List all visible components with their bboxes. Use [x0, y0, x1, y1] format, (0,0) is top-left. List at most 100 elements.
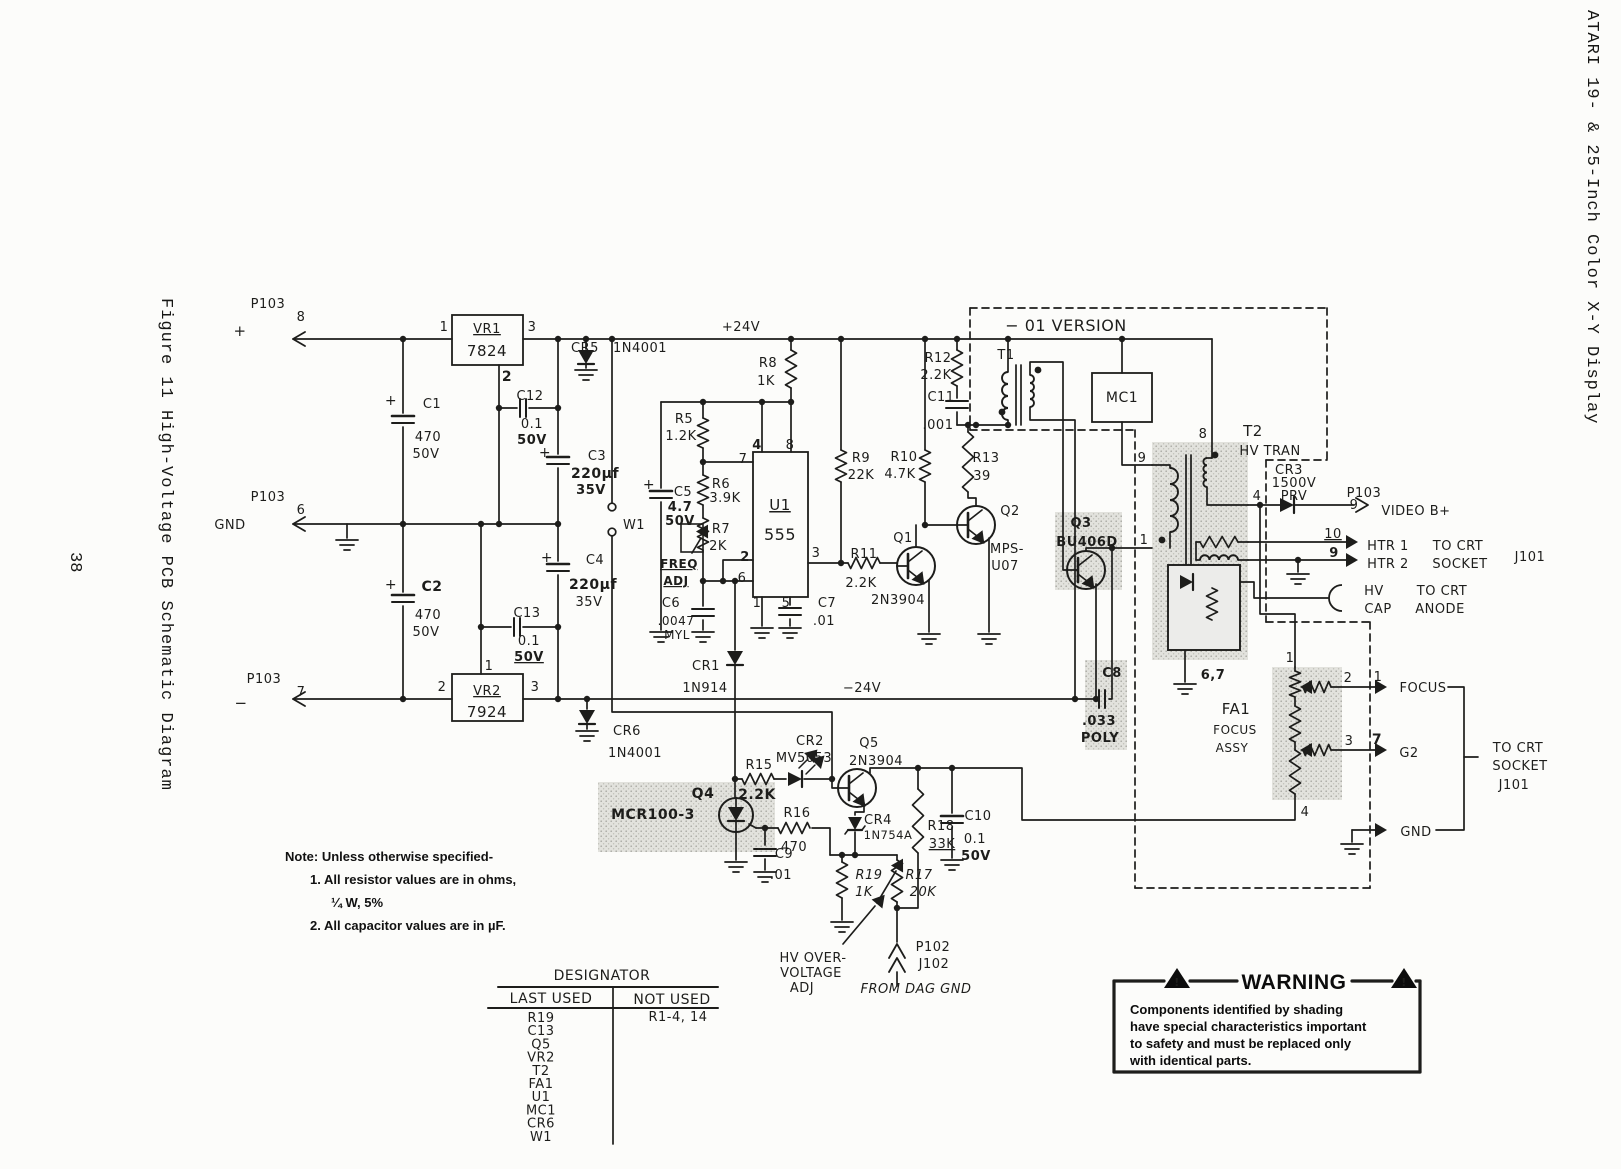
- c7-val: .01: [813, 614, 835, 629]
- vr2-pin2: 2: [438, 680, 447, 695]
- vr1-ref: VR1: [473, 322, 501, 337]
- crt-socket-1b: SOCKET: [1432, 557, 1487, 572]
- p103-8-pin: 8: [297, 310, 306, 325]
- warning-line-3: to safety and must be replaced only: [1130, 1036, 1352, 1051]
- c9-val: .01: [770, 868, 792, 883]
- crt-socket-2b: SOCKET: [1492, 759, 1547, 774]
- designator-col-not: NOT USED: [633, 992, 710, 1008]
- c13-volt: 50V: [514, 650, 544, 665]
- htr2-name: HTR 2: [1367, 557, 1409, 572]
- q4-ref: Q4: [692, 786, 715, 802]
- c3-ref: C3: [588, 449, 606, 464]
- r7-ref: R7: [712, 522, 730, 537]
- c3-val: 220µf: [571, 466, 620, 482]
- crt-anode-b: ANODE: [1415, 602, 1465, 617]
- c13-val: 0.1: [518, 634, 540, 649]
- q2-part1: MPS-: [990, 542, 1024, 557]
- designator-last-used-item: MC1: [526, 1103, 556, 1118]
- r16-val: 470: [781, 840, 807, 855]
- vr2-pin1: 1: [485, 659, 494, 674]
- q5-ref: Q5: [859, 736, 879, 751]
- cr5-part: 1N4001: [613, 341, 667, 356]
- q1-ref: Q1: [893, 531, 913, 546]
- r16-ref: R16: [783, 806, 810, 821]
- mc1-ref: MC1: [1106, 390, 1138, 406]
- vr1-pin1: 1: [440, 320, 449, 335]
- crt-anode-a: TO CRT: [1416, 584, 1467, 599]
- hv-adj-1: HV OVER-: [779, 951, 846, 966]
- designator-last-used-item: Q5: [531, 1037, 551, 1052]
- designator-not-used-0: R1-4, 14: [648, 1010, 707, 1025]
- c3-plus: +: [539, 445, 551, 461]
- c4-plus: +: [541, 550, 553, 566]
- designator-last-used-item: VR2: [527, 1051, 555, 1066]
- fa1-name1: FOCUS: [1213, 723, 1257, 737]
- designator-last-used-item: T2: [531, 1064, 549, 1079]
- warning-triangle-icon: !: [1401, 976, 1407, 989]
- c7-ref: C7: [818, 596, 836, 611]
- u1-pin7: 7: [739, 452, 748, 467]
- c3-volt: 35V: [576, 483, 606, 498]
- cr3-prv: PRV: [1281, 489, 1308, 504]
- fa1-pin3: 3: [1345, 734, 1354, 749]
- r17-val: 20K: [910, 885, 938, 900]
- cr6-part: 1N4001: [608, 746, 662, 761]
- c13-ref: C13: [513, 606, 540, 621]
- fa1-ref: FA1: [1222, 700, 1251, 718]
- c8-mat: POLY: [1081, 731, 1119, 746]
- c6-ref: C6: [662, 596, 680, 611]
- designator-last-used-item: U1: [532, 1090, 551, 1105]
- cr4-ref: CR4: [864, 813, 892, 828]
- warning-line-2: have special characteristics important: [1130, 1019, 1367, 1034]
- c5-ref: C5: [674, 485, 692, 500]
- from-dag: FROM DAG GND: [860, 982, 971, 997]
- schematic-symbols: !!: [292, 314, 1422, 1145]
- u1-pin3: 3: [812, 546, 821, 561]
- c10-val: 0.1: [964, 832, 986, 847]
- cr5-ref: CR5: [571, 341, 599, 356]
- g2-name: G2: [1399, 746, 1418, 761]
- c4-ref: C4: [586, 553, 604, 568]
- vr2-part: 7924: [467, 703, 507, 721]
- q5-part: 2N3904: [849, 754, 903, 769]
- r6-val: 3.9K: [709, 491, 740, 506]
- u1-part: 555: [764, 525, 796, 544]
- designator-last-used-item: CR6: [527, 1117, 555, 1132]
- c9-ref: C9: [775, 847, 793, 862]
- j101-b: J101: [1498, 778, 1530, 793]
- vr2-ref: VR2: [473, 684, 501, 699]
- vr1-pin3: 3: [528, 320, 537, 335]
- u1-pin8: 8: [786, 438, 795, 453]
- t2-pin4: 4: [1253, 489, 1262, 504]
- crt-socket-2a: TO CRT: [1492, 741, 1543, 756]
- c2-volt: 50V: [413, 625, 440, 640]
- fa1-name2: ASSY: [1216, 741, 1249, 755]
- q2-ref: Q2: [1000, 504, 1020, 519]
- q1-part: 2N3904: [871, 593, 925, 608]
- c8-ref: C8: [1102, 666, 1122, 681]
- designator-last-used-item: C13: [527, 1024, 554, 1039]
- p102-ref: P102: [916, 940, 951, 955]
- u1-pin1: 1: [753, 596, 762, 611]
- c8-val: .033: [1082, 714, 1116, 729]
- p103-6-ref: P103: [251, 490, 286, 505]
- u1-pin4: 4: [752, 438, 762, 453]
- htr1-name: HTR 1: [1367, 539, 1409, 554]
- designator-last-used-item: W1: [530, 1130, 552, 1145]
- rail-plus24: +24V: [722, 320, 760, 335]
- freq-adj-2: ADJ: [663, 574, 688, 588]
- c11-ref: C11: [927, 390, 954, 405]
- j101-a: J101: [1514, 550, 1546, 565]
- r8-val: 1K: [757, 374, 775, 389]
- t2-ref: T2: [1242, 422, 1263, 440]
- r5-ref: R5: [675, 412, 693, 427]
- r15-val: 2.2K: [738, 787, 776, 803]
- fa1-out-g2-pin: 7: [1372, 732, 1382, 748]
- c10-volt: 50V: [961, 849, 991, 864]
- r19-val: 1K: [855, 885, 874, 900]
- neg24: −24V: [843, 681, 881, 696]
- freq-adj-1: FREQ: [660, 557, 698, 571]
- hv-adj-3: ADJ: [790, 981, 814, 996]
